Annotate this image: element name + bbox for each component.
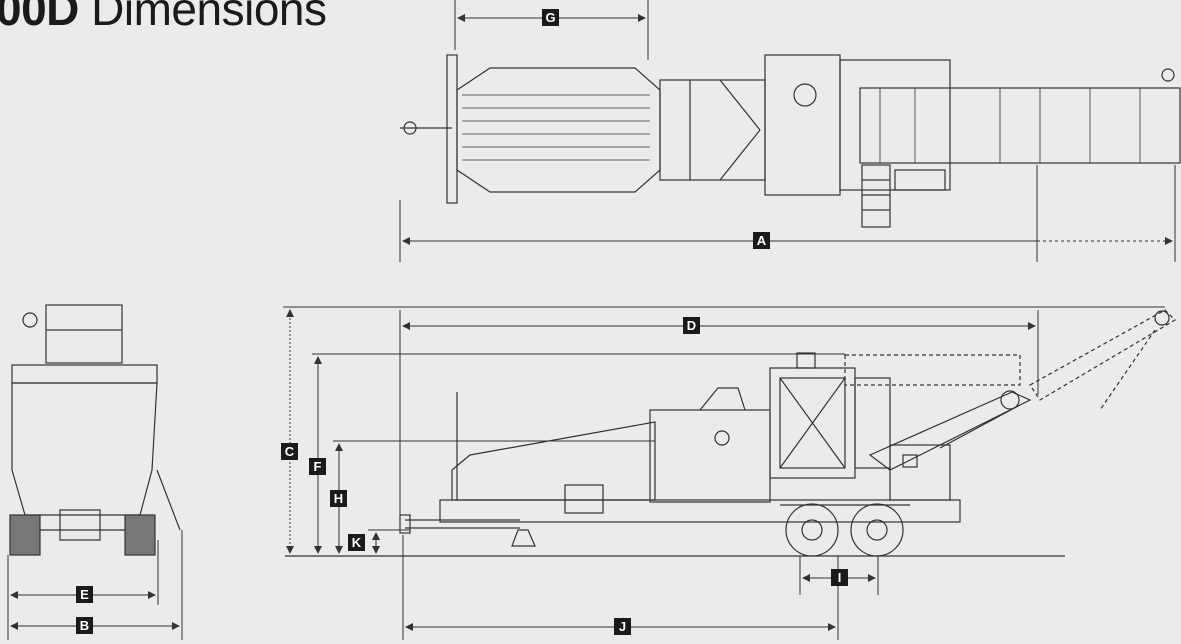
dimension-k [368,529,410,554]
dimension-b [10,530,183,640]
rear-view [9,304,181,556]
label-b: B [76,617,93,634]
dimension-c [283,306,1165,554]
label-i: I [831,569,848,586]
title-suffix: Dimensions [78,0,327,35]
model-number: 00D [0,0,79,35]
top-view [400,54,1181,228]
label-d: D [683,317,700,334]
label-f: F [309,458,326,475]
dimension-d [399,310,1039,520]
label-j: J [614,618,631,635]
side-view [285,309,1176,557]
dimension-a [399,165,1176,262]
dimension-h [333,440,655,554]
label-e: E [76,586,93,603]
label-k: K [348,534,365,551]
label-h: H [330,490,347,507]
label-g: G [542,9,559,26]
label-a: A [753,232,770,249]
label-c: C [281,443,298,460]
page-title: 00D Dimensions [0,0,327,36]
dimension-f [312,353,845,554]
